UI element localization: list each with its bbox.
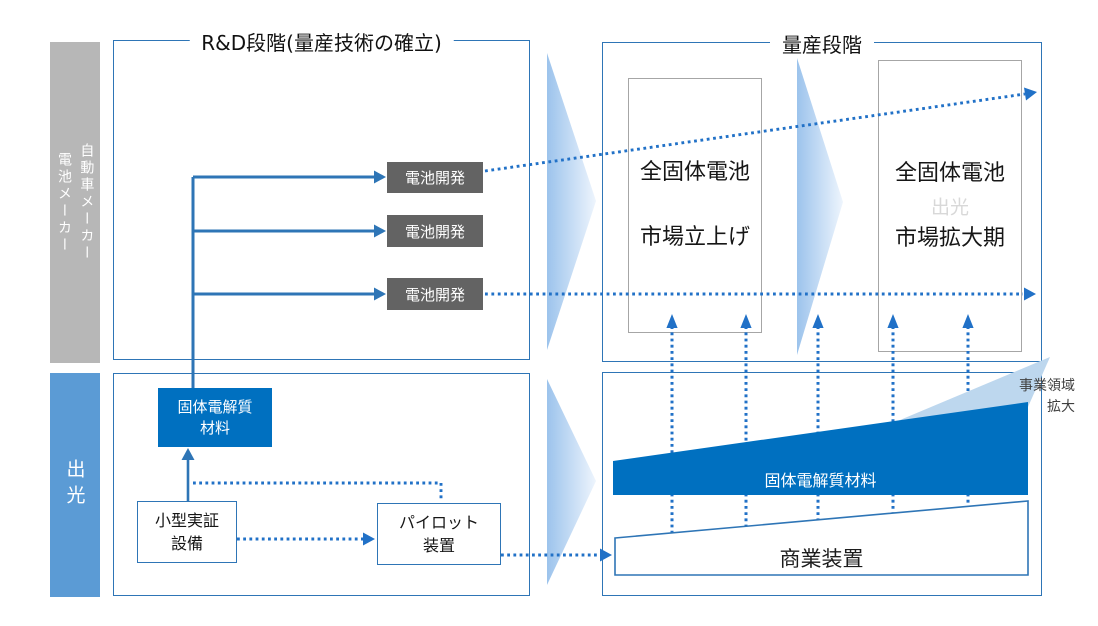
battery-dev-label-3: 電池開発 xyxy=(404,285,465,304)
battery-dev-label-1: 電池開発 xyxy=(404,169,465,187)
market-expansion-line1: 全固体電池 xyxy=(894,160,1005,186)
battery-dev-box-2: 電池開発 xyxy=(387,215,483,247)
electrolyte-box-line2: 材料 xyxy=(199,418,230,437)
market-launch-line2: 市場立上げ xyxy=(639,225,750,250)
business-expansion-line1: 事業領域 xyxy=(1019,378,1075,394)
business-expansion-line2: 拡大 xyxy=(1047,399,1075,415)
rd-stage-bottom-frame xyxy=(113,373,530,596)
battery-dev-box-3: 電池開発 xyxy=(387,278,483,310)
pilot-plant-box: パイロット 装置 xyxy=(377,503,501,565)
small-demo-line2: 設備 xyxy=(170,534,203,553)
rd-stage-title: R&D段階(量産技術の確立) xyxy=(189,27,454,56)
sidebar-battery-automakers: 自動車メーカー電池メーカー xyxy=(50,42,100,363)
battery-dev-box-1: 電池開発 xyxy=(387,162,483,193)
stage-chevron-bottom xyxy=(547,379,596,585)
mass-stage-title: 量産段階 xyxy=(770,29,874,58)
rd-stage-top-frame: R&D段階(量産技術の確立) xyxy=(113,27,530,360)
market-expansion-line2: 市場拡大期 xyxy=(894,225,1005,251)
market-expansion-box: 出光 全固体電池 市場拡大期 xyxy=(878,60,1022,352)
idemitsu-watermark: 出光 xyxy=(930,196,969,219)
market-launch-line1: 全固体電池 xyxy=(639,160,750,185)
idemitsu-label: 出光 xyxy=(63,459,86,511)
small-demo-line1: 小型実証 xyxy=(154,511,219,530)
sidebar-makers-label: 自動車メーカー電池メーカー xyxy=(53,143,98,262)
small-demo-facility-box: 小型実証 設備 xyxy=(137,501,237,563)
stage-chevron-top xyxy=(547,53,596,350)
automaker-label: 自動車メーカー xyxy=(78,143,95,262)
battery-dev-label-2: 電池開発 xyxy=(404,222,465,241)
solid-electrolyte-material-box: 固体電解質 材料 xyxy=(158,388,272,447)
market-launch-box: 全固体電池 市場立上げ xyxy=(628,78,762,333)
battery-maker-label: 電池メーカー xyxy=(56,151,72,254)
mass-stage-top-frame: 量産段階 xyxy=(602,29,1042,362)
sidebar-idemitsu: 出光 xyxy=(50,373,100,597)
business-expansion-label: 事業領域 拡大 xyxy=(990,376,1075,418)
pilot-plant-line2: 装置 xyxy=(422,536,455,555)
electrolyte-box-line1: 固体電解質 xyxy=(177,397,253,416)
mass-stage-bottom-frame xyxy=(602,372,1042,596)
pilot-plant-line1: パイロット xyxy=(398,513,479,532)
